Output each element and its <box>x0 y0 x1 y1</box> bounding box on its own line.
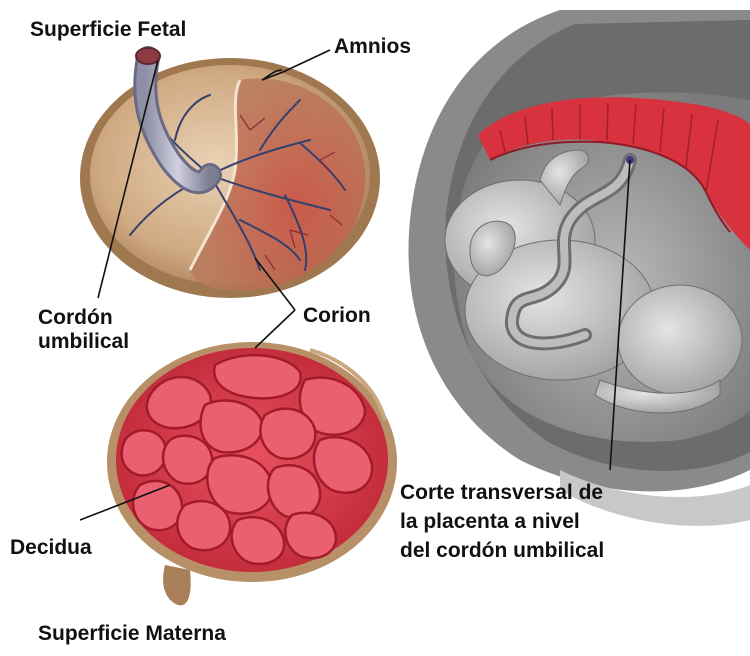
cord-cut-end <box>136 48 160 64</box>
label-umbilical-cord: Cordón umbilical <box>38 306 129 354</box>
label-fetal-surface: Superficie Fetal <box>30 18 186 42</box>
label-cross-section-line-1: Corte transversal de <box>400 478 604 507</box>
label-amnion: Amnios <box>334 35 411 59</box>
label-umbilical-cord-line-2: umbilical <box>38 330 129 354</box>
label-decidua: Decidua <box>10 536 92 560</box>
fetal-surface-placenta <box>80 48 380 298</box>
label-umbilical-cord-line-1: Cordón <box>38 306 129 330</box>
label-cross-section-line-2: la placenta a nivel <box>400 507 604 536</box>
chorion-leader-lower <box>255 310 295 348</box>
maternal-cord-remnant <box>163 565 191 605</box>
label-maternal-surface: Superficie Materna <box>38 622 226 646</box>
fetus-head <box>618 285 742 395</box>
label-cross-section-line-3: del cordón umbilical <box>400 536 604 565</box>
label-chorion: Corion <box>303 304 371 328</box>
uterus-cross-section <box>408 10 750 526</box>
label-cross-section: Corte transversal de la placenta a nivel… <box>400 478 604 565</box>
maternal-surface-placenta <box>107 342 397 605</box>
